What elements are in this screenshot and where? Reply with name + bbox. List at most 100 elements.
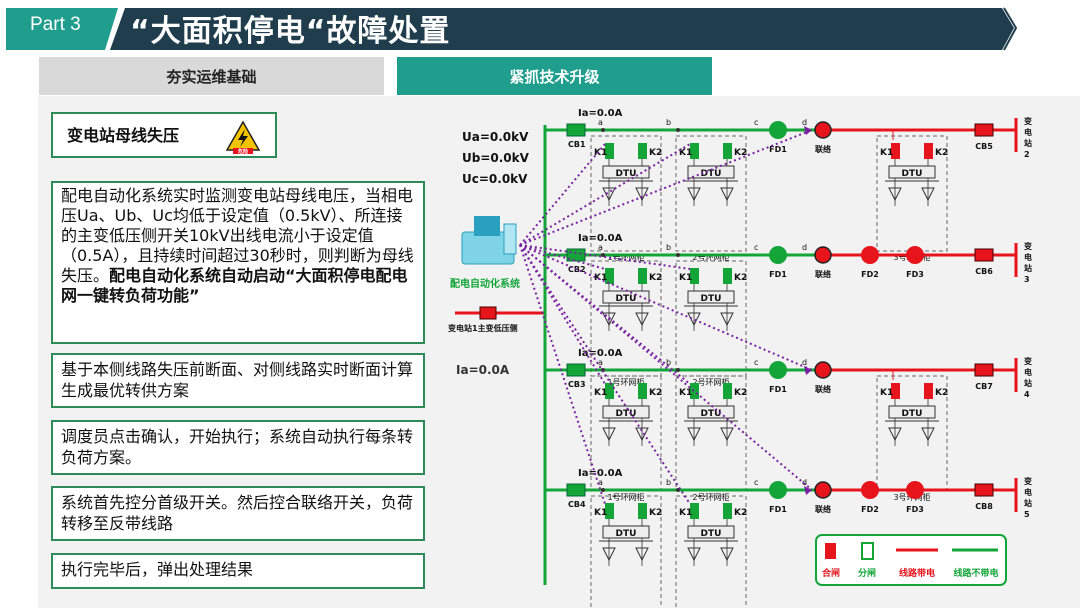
text-box-detect: 配电自动化系统实时监测变电站母线电压，当相电压Ua、Ub、Uc均低于设定值（0.… (51, 181, 425, 344)
switch-k2 (638, 143, 647, 159)
k1-label: K1 (594, 508, 607, 518)
fd2-switch (861, 481, 879, 499)
cabinet-label: 2号环网柜 (692, 377, 729, 387)
point-label: b (666, 243, 671, 252)
point-label: a (598, 358, 603, 367)
k1-label: K1 (594, 388, 607, 398)
switch-k1 (690, 268, 699, 284)
dtu-label: DTU (616, 294, 637, 304)
switch-k1 (891, 383, 900, 399)
dtu-label: DTU (616, 169, 637, 179)
dtu-box (687, 405, 735, 419)
breaker-cb-end (974, 363, 994, 377)
switch-k1 (690, 503, 699, 519)
breaker-cb (566, 363, 586, 377)
station-label-char: 站 (1024, 498, 1032, 508)
switch-k1 (605, 383, 614, 399)
fd1-label: FD1 (769, 270, 787, 279)
k1-label: K1 (594, 273, 607, 283)
voltage-ua: Ua=0.0kV (462, 130, 529, 144)
title-bar-bg (110, 8, 1014, 50)
cb-label: CB4 (568, 500, 586, 509)
dtu-box (687, 290, 735, 304)
branch-dot (601, 128, 605, 132)
ring-cabinet-box (590, 135, 662, 252)
switch-k1 (690, 383, 699, 399)
part-label: Part 3 (30, 14, 81, 35)
load-icon (602, 547, 616, 562)
line-ia-label: Ia=0.0A (578, 108, 623, 119)
dtu-label: DTU (701, 409, 722, 419)
fd1-switch (769, 121, 787, 139)
distribution-network-diagram: Ua=0.0kVUb=0.0kVUc=0.0kV配电自动化系统变电站1主变低压侧… (448, 108, 1032, 608)
tie-label: 联络 (815, 384, 831, 394)
dtu-label: DTU (701, 294, 722, 304)
dtu-label: DTU (701, 169, 722, 179)
cabinet-label: 2号环网柜 (692, 252, 729, 262)
legend-live-label: 线路带电 (899, 567, 935, 579)
voltage-ub: Ub=0.0kV (462, 151, 530, 165)
tie-label: 联络 (815, 504, 831, 514)
load-icon (635, 547, 649, 562)
control-link (519, 244, 606, 385)
ring-cabinet-box (675, 495, 747, 608)
point-label: a (598, 243, 603, 252)
ring-cabinet-box (590, 495, 662, 608)
dtu-label: DTU (902, 409, 923, 419)
cabinet-label: 1号环网柜 (607, 252, 644, 262)
fd3-switch (906, 481, 924, 499)
point-label: c (754, 118, 758, 127)
point-label: b (666, 358, 671, 367)
dtu-box (888, 165, 936, 179)
breaker-cb (566, 483, 586, 497)
k2-label: K2 (734, 388, 747, 398)
point-label: b (666, 118, 671, 127)
dtu-box (602, 525, 650, 539)
arrow-head-icon (804, 366, 812, 375)
fd1-label: FD1 (769, 505, 787, 514)
ia-side-label: Ia=0.0A (456, 363, 510, 377)
load-icon (602, 427, 616, 442)
tab-maintenance[interactable]: 夯实运维基础 (39, 57, 384, 95)
dtu-label: DTU (616, 529, 637, 539)
station-label-char: 站 (1024, 263, 1032, 273)
legend-dead-label: 线路不带电 (953, 567, 998, 579)
load-icon (921, 187, 935, 202)
k1-label: K1 (679, 148, 692, 158)
point-label: b (666, 478, 671, 487)
load-icon (602, 312, 616, 327)
station-label-char: 变 (1024, 241, 1032, 251)
k1-label: K1 (679, 273, 692, 283)
switch-k2 (638, 383, 647, 399)
k2-label: K2 (649, 508, 662, 518)
load-icon (888, 427, 902, 442)
load-icon (720, 547, 734, 562)
switch-k2 (638, 503, 647, 519)
point-label: d (802, 118, 807, 127)
point-label: c (754, 478, 758, 487)
control-link-tie (519, 244, 813, 491)
point-label: a (598, 478, 603, 487)
fd1-label: FD1 (769, 385, 787, 394)
dtu-box (602, 405, 650, 419)
switch-k1 (605, 503, 614, 519)
tie-label: 联络 (815, 269, 831, 279)
line-ia-label: Ia=0.0A (578, 468, 623, 479)
point-label: c (754, 243, 758, 252)
fd1-switch (769, 481, 787, 499)
ring-cabinet-box (675, 135, 747, 252)
branch-dot (601, 253, 605, 257)
branch-dot (676, 128, 680, 132)
tab-tech-upgrade[interactable]: 紧抓技术升级 (397, 57, 712, 95)
control-link (519, 244, 606, 505)
line-ia-label: Ia=0.0A (578, 233, 623, 244)
arrow-head-icon (804, 126, 812, 135)
breaker-cb-end (974, 248, 994, 262)
dtu-box (888, 405, 936, 419)
k2-label: K2 (734, 508, 747, 518)
load-icon (720, 312, 734, 327)
tie-switch (814, 246, 832, 264)
point-label: a (598, 118, 603, 127)
station-label-char: 电 (1024, 487, 1032, 497)
cb-label: CB1 (568, 140, 586, 149)
